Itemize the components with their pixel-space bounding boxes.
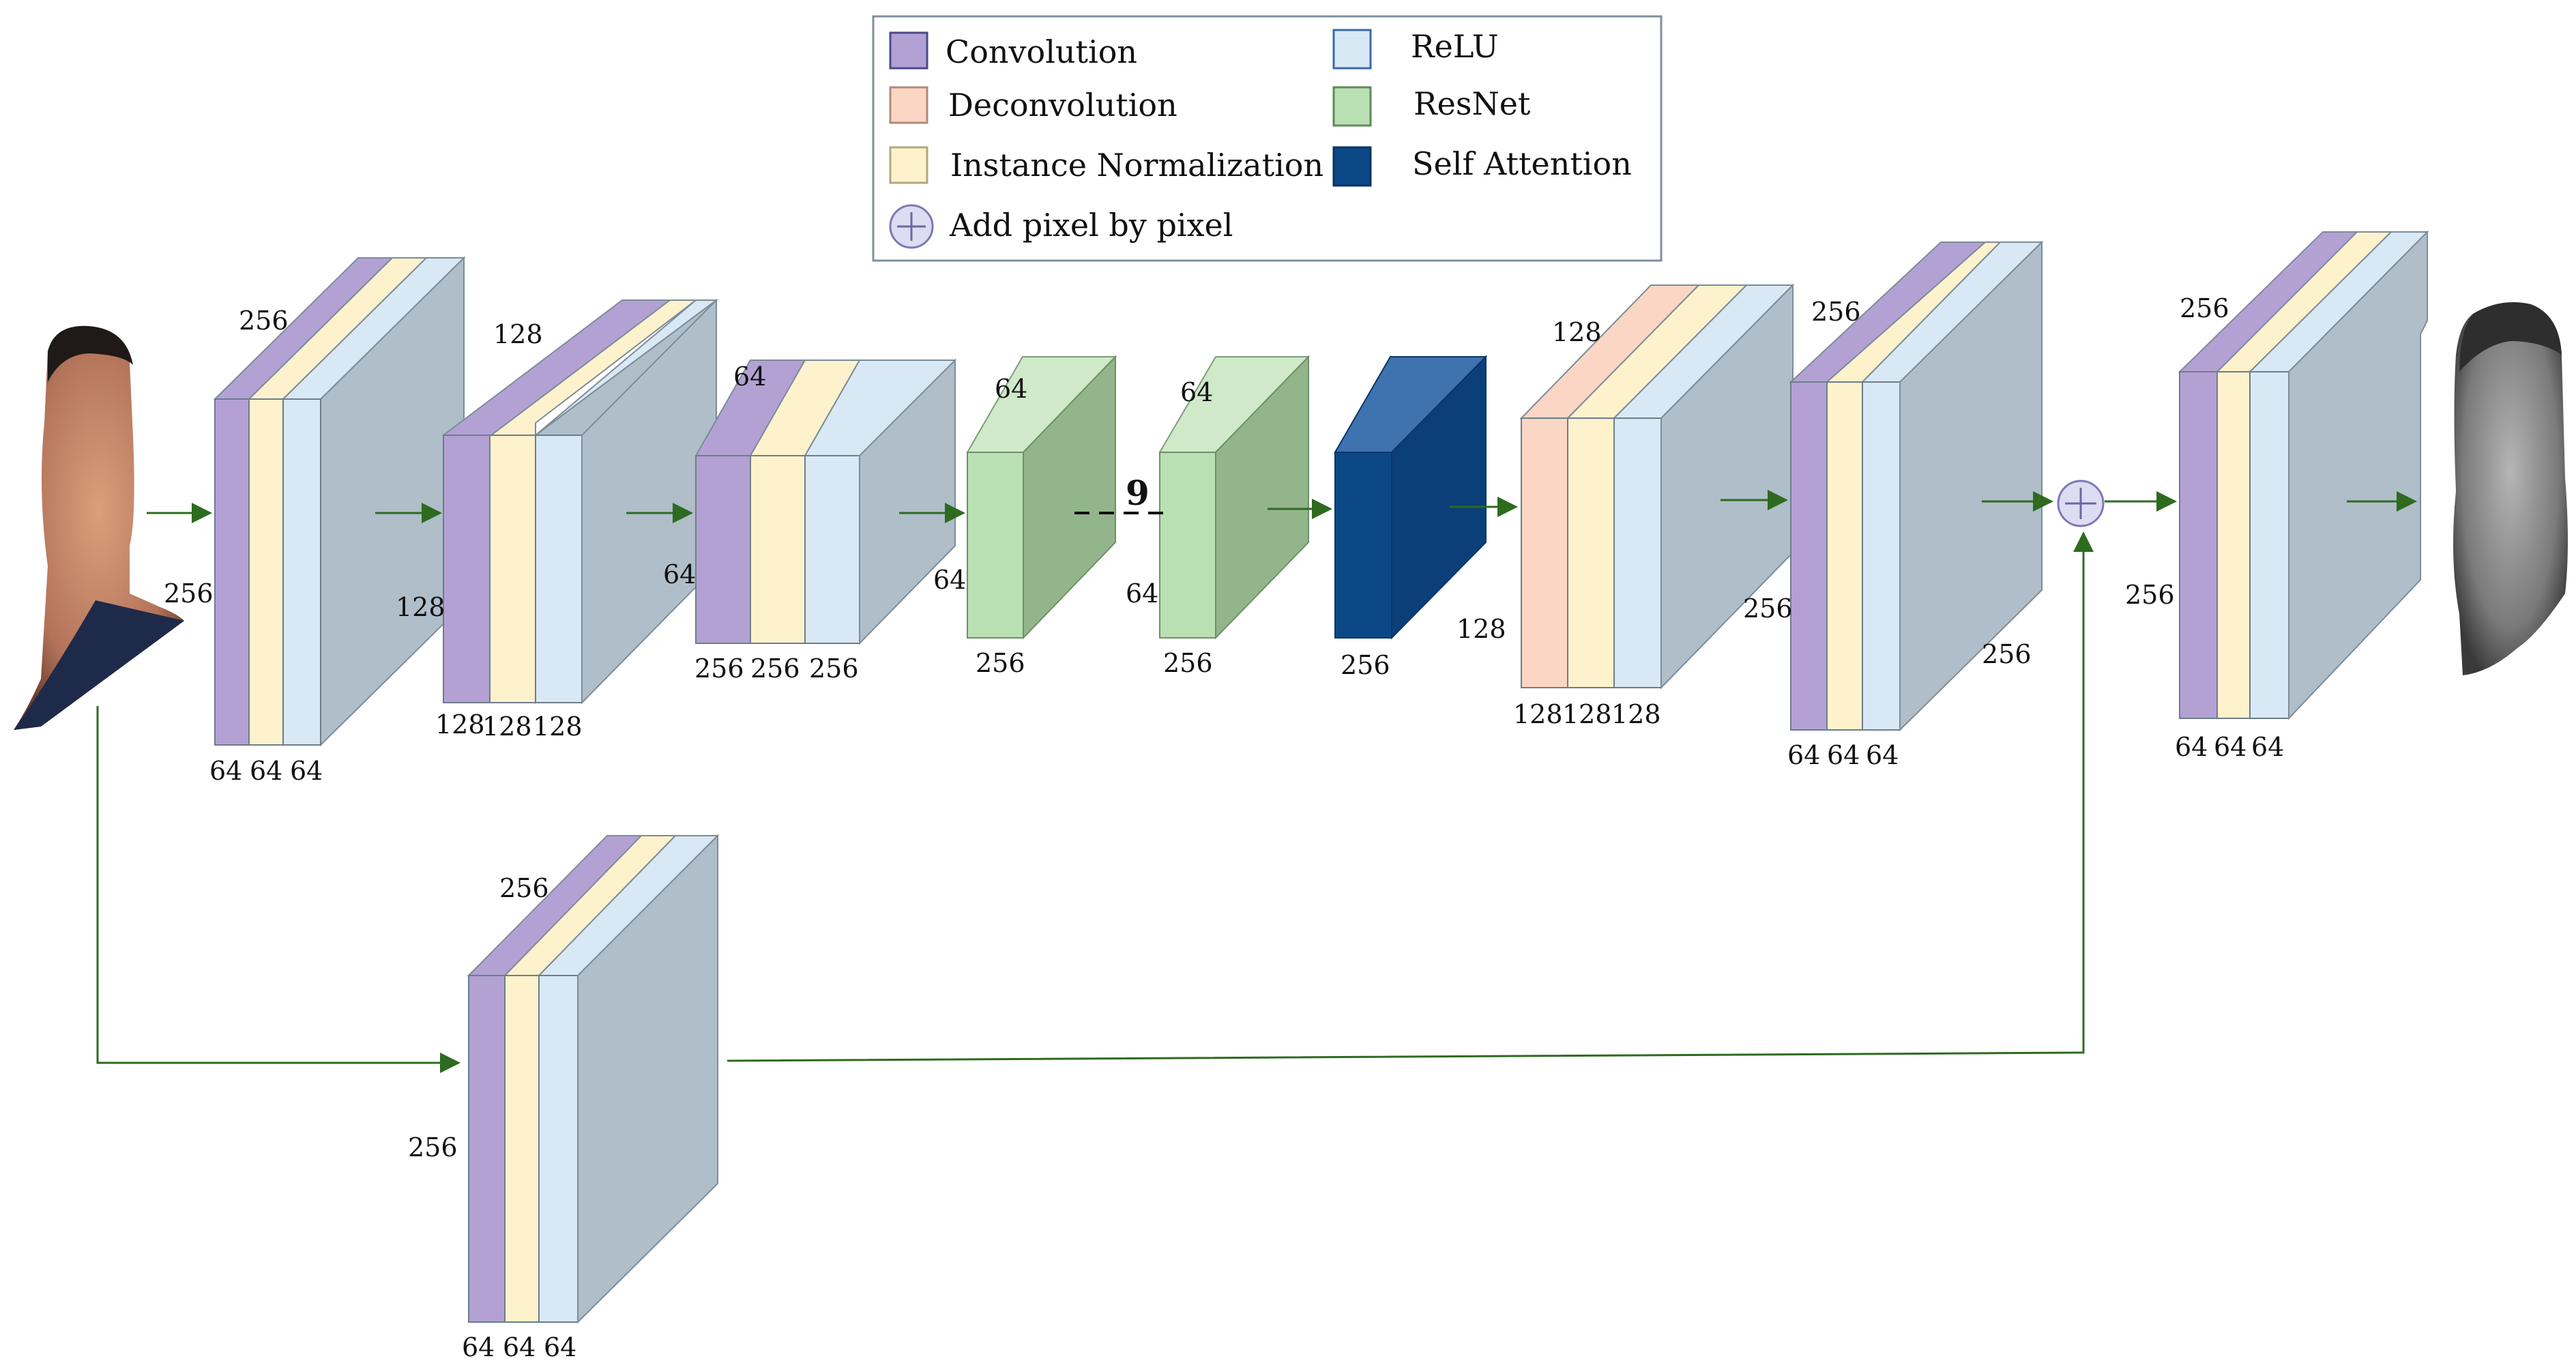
deconv-left-label: 128 bbox=[1457, 614, 1506, 644]
resnet1-left-label: 64 bbox=[933, 565, 966, 595]
block4-bottom-label-2: 64 bbox=[1827, 740, 1860, 770]
legend-frame bbox=[872, 15, 1663, 262]
conv-block-5: 256 256 64 64 64 bbox=[2125, 230, 2429, 762]
legend-label-deconvolution: Deconvolution bbox=[948, 87, 1177, 123]
resnet-block-2: 64 64 256 bbox=[1126, 355, 1311, 678]
block5-bottom-label-2: 64 bbox=[2214, 732, 2246, 762]
arrow-input-to-skip bbox=[96, 706, 460, 1073]
block5-top-label: 256 bbox=[2180, 293, 2229, 323]
block3-top-label: 64 bbox=[733, 362, 766, 392]
deconv-block: 128 128 128 128 128 bbox=[1457, 283, 1795, 729]
legend-label-resnet: ResNet bbox=[1414, 85, 1531, 122]
resnet-repeat-indicator: 9 bbox=[1074, 473, 1167, 514]
block1-bottom-label-3: 64 bbox=[290, 756, 323, 786]
skip-bottom-label-3: 64 bbox=[544, 1332, 576, 1362]
skip-bottom-label-2: 64 bbox=[503, 1332, 536, 1362]
resnet1-bottom-label: 256 bbox=[976, 648, 1025, 678]
self-attention-block: 256 bbox=[1334, 355, 1488, 680]
block1-bottom-label-1: 64 bbox=[209, 756, 242, 786]
conv-block-3: 64 64 256 256 256 bbox=[663, 358, 957, 684]
conv-block-1: 256 256 64 64 64 bbox=[164, 256, 466, 786]
block3-bottom-label-1: 256 bbox=[694, 654, 744, 684]
resnet2-left-label: 64 bbox=[1126, 578, 1158, 609]
resnet2-top-label: 64 bbox=[1180, 377, 1213, 407]
skip-top-label: 256 bbox=[499, 873, 549, 903]
skip-left-label: 256 bbox=[408, 1132, 458, 1162]
add-circle-icon bbox=[889, 204, 934, 249]
legend-label-self-attention: Self Attention bbox=[1412, 145, 1632, 182]
block4-bottom-label-3: 64 bbox=[1866, 740, 1899, 770]
block3-left-label: 64 bbox=[663, 559, 696, 589]
legend-swatch-convolution bbox=[889, 31, 928, 70]
legend-swatch-instance-normalization bbox=[889, 146, 928, 184]
deconv-top-label: 128 bbox=[1552, 317, 1602, 347]
block4-top-label: 256 bbox=[1811, 297, 1861, 327]
block2-bottom-label-2: 128 bbox=[482, 712, 532, 742]
arrow-skip-to-add bbox=[727, 531, 2094, 1062]
block5-bottom-label-1: 64 bbox=[2175, 732, 2208, 762]
connections bbox=[96, 490, 2417, 1073]
legend-swatch-deconvolution bbox=[889, 86, 928, 124]
legend-swatch-resnet bbox=[1332, 86, 1372, 127]
legend-label-relu: ReLU bbox=[1411, 28, 1499, 65]
skip-bottom-label-1: 64 bbox=[462, 1332, 495, 1362]
block1-top-label: 256 bbox=[239, 306, 289, 336]
legend: Convolution Deconvolution Instance Norma… bbox=[872, 15, 1663, 262]
add-node-icon bbox=[2057, 480, 2105, 527]
block1-bottom-label-2: 64 bbox=[250, 756, 282, 786]
block2-bottom-label-3: 128 bbox=[533, 712, 583, 742]
output-face-image bbox=[2453, 302, 2568, 675]
legend-label-instance-normalization: Instance Normalization bbox=[950, 147, 1323, 184]
block4-right-label: 256 bbox=[1982, 639, 2032, 669]
block2-bottom-label-1: 128 bbox=[435, 709, 485, 739]
block2-top-label: 128 bbox=[493, 319, 543, 349]
block3-bottom-label-2: 256 bbox=[750, 654, 800, 684]
legend-swatch-relu bbox=[1332, 29, 1372, 70]
block5-bottom-label-3: 64 bbox=[2251, 732, 2284, 762]
legend-swatch-self-attention bbox=[1332, 146, 1372, 187]
input-face-image bbox=[14, 325, 184, 730]
skip-conv-block: 256 256 64 64 64 bbox=[408, 834, 720, 1362]
deconv-bottom-label-1: 128 bbox=[1513, 699, 1563, 729]
legend-label-add-pixel: Add pixel by pixel bbox=[949, 207, 1233, 244]
block2-left-label: 128 bbox=[396, 592, 445, 622]
legend-label-convolution: Convolution bbox=[946, 33, 1137, 70]
resnet2-bottom-label: 256 bbox=[1163, 648, 1213, 678]
self-attention-bottom-label: 256 bbox=[1341, 650, 1390, 680]
repeat-count-label: 9 bbox=[1126, 473, 1150, 513]
resnet-block-1: 64 64 256 bbox=[933, 355, 1117, 678]
block4-left-label: 256 bbox=[1743, 593, 1793, 624]
block5-left-label: 256 bbox=[2125, 580, 2175, 610]
conv-block-4: 256 256 256 64 64 64 bbox=[1743, 240, 2044, 770]
conv-block-2: 128 128 128 128 128 bbox=[396, 298, 719, 742]
deconv-bottom-label-2: 128 bbox=[1562, 699, 1612, 729]
resnet1-top-label: 64 bbox=[995, 374, 1027, 404]
block4-bottom-label-1: 64 bbox=[1787, 740, 1820, 770]
deconv-bottom-label-3: 128 bbox=[1611, 699, 1661, 729]
block3-bottom-label-3: 256 bbox=[809, 654, 859, 684]
block1-left-label: 256 bbox=[164, 578, 214, 609]
